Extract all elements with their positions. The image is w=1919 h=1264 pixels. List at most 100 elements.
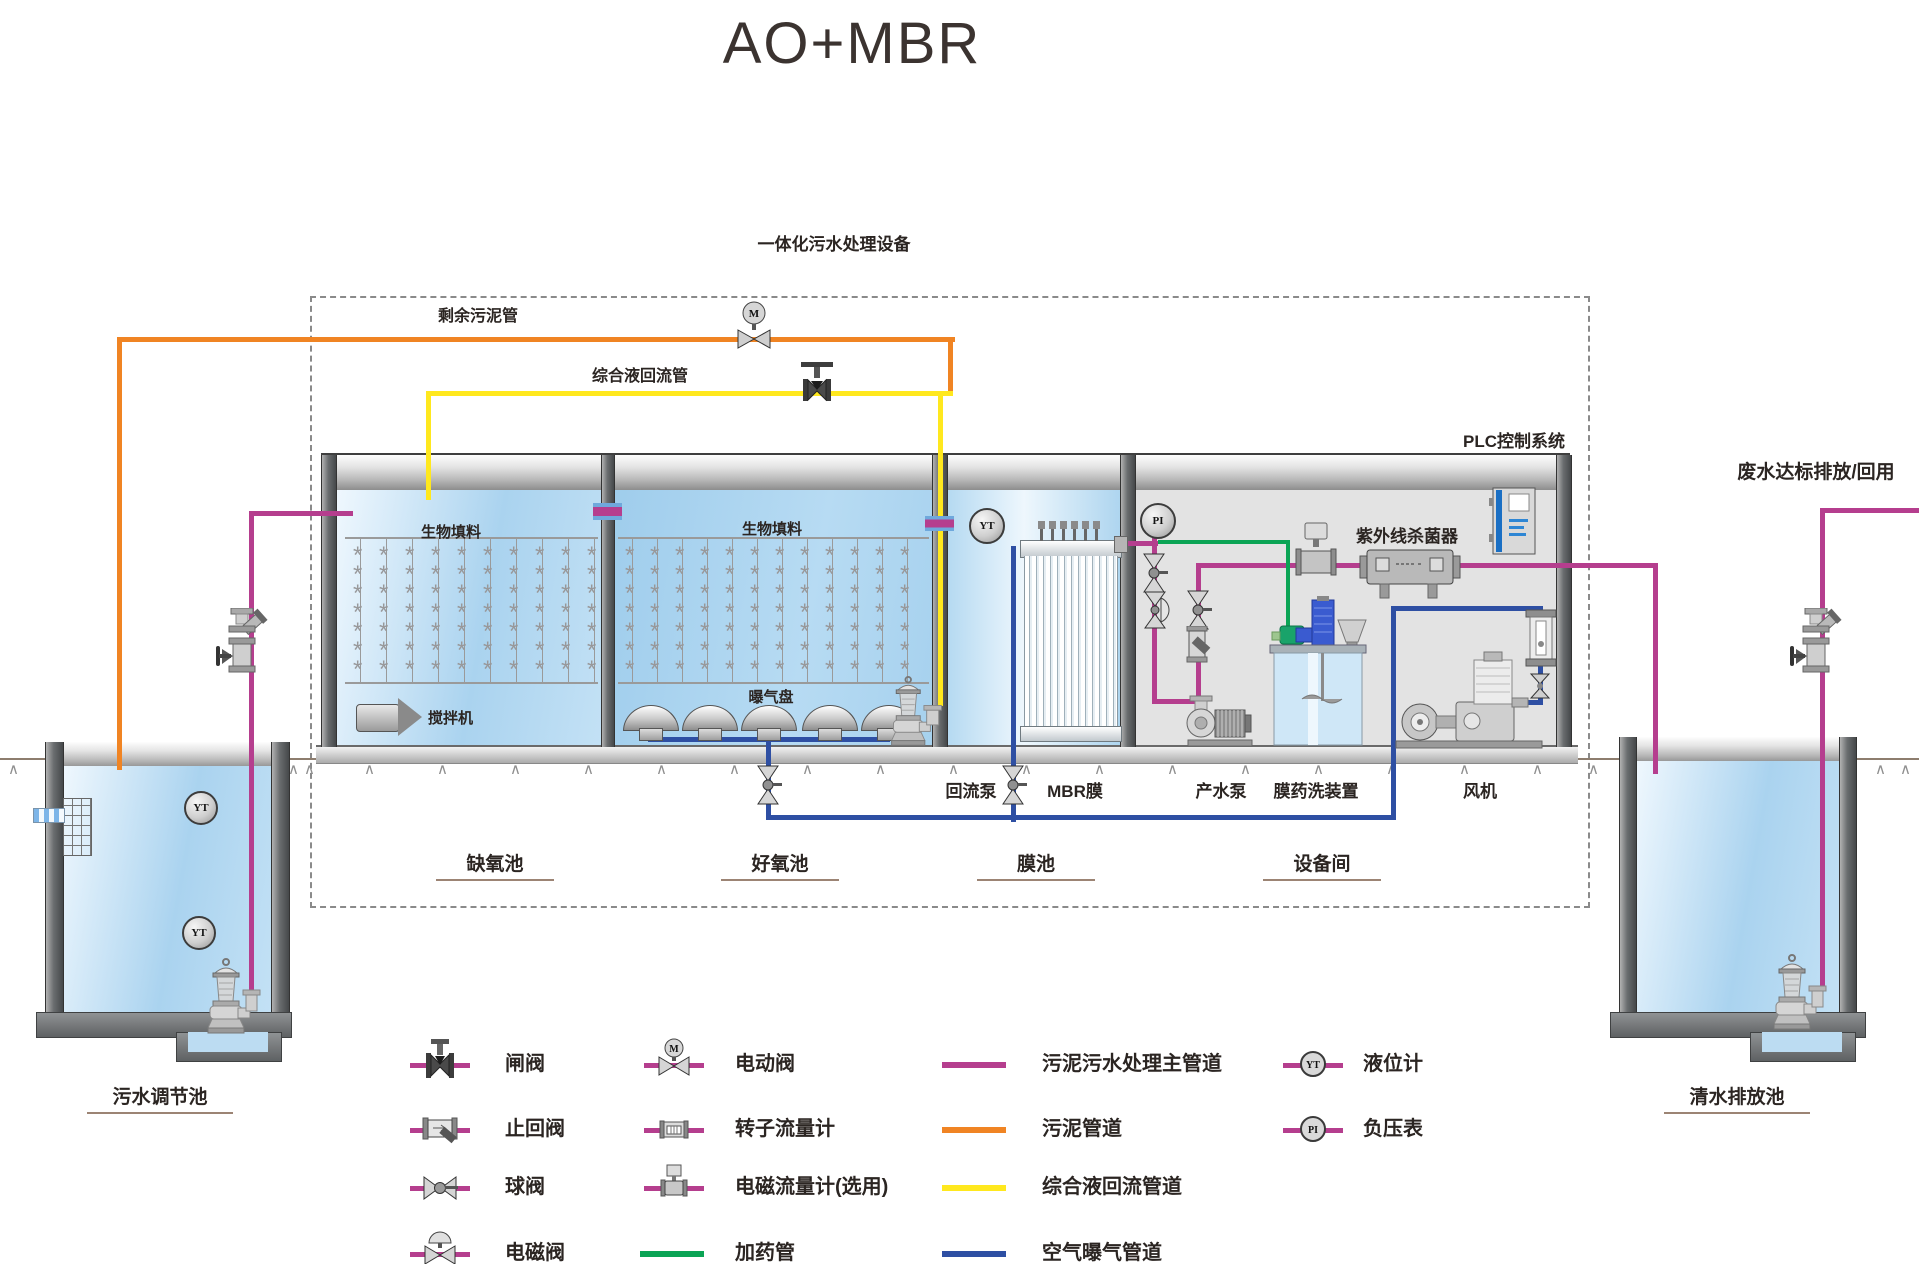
filler-asterisk: * — [587, 542, 597, 569]
line-return-icon — [938, 1160, 1014, 1204]
air-pipe — [766, 815, 1396, 820]
filler-asterisk: * — [457, 580, 467, 607]
filler-asterisk: * — [850, 542, 860, 569]
filler-asterisk: * — [875, 580, 885, 607]
blower-label: 风机 — [1463, 782, 1497, 801]
filler-asterisk: * — [700, 542, 710, 569]
filler-string — [490, 539, 491, 682]
filler-string — [516, 539, 517, 682]
regulating-tank-label: 污水调节池 — [112, 1087, 208, 1108]
vacuum-gauge-tag: PI — [1152, 515, 1164, 527]
filler-asterisk: * — [700, 580, 710, 607]
membrane-nozzle-tip — [1082, 521, 1089, 529]
filler-asterisk: * — [750, 656, 760, 683]
yt-gauge-icon: YT — [1275, 1037, 1351, 1081]
level-gauge-icon: YT — [182, 916, 216, 950]
filler-asterisk: * — [775, 599, 785, 626]
return-pump-label: 回流泵 — [945, 782, 997, 801]
filler-asterisk: * — [775, 637, 785, 664]
filler-asterisk: * — [700, 561, 710, 588]
uv-sterilizer-icon — [1359, 549, 1461, 599]
filler-asterisk: * — [675, 656, 685, 683]
filler-asterisk: * — [750, 561, 760, 588]
filler-string — [438, 539, 439, 682]
clean-tank-rim — [1619, 737, 1855, 763]
filler-asterisk: * — [431, 637, 441, 664]
filler-asterisk: * — [900, 656, 910, 683]
mixed-return-pipe-label: 综合液回流管 — [591, 368, 689, 385]
filler-asterisk: * — [405, 542, 415, 569]
filler-asterisk: * — [800, 618, 810, 645]
ball-valve-icon — [1185, 589, 1213, 631]
filler-asterisk: * — [625, 618, 635, 645]
filler-asterisk: * — [561, 599, 571, 626]
filler-asterisk: * — [675, 542, 685, 569]
legend-label-line-air: 空气曝气管道 — [1042, 1242, 1162, 1264]
legend-label-yt-gauge: 液位计 — [1363, 1053, 1423, 1075]
label-underline — [1664, 1112, 1810, 1114]
ground-hatch-mark: ∧ — [1459, 761, 1470, 778]
membrane-nozzle — [1073, 528, 1076, 541]
line-dosing-icon — [636, 1226, 712, 1264]
strainer-check-valve-icon — [216, 608, 268, 673]
label-underline — [977, 879, 1095, 881]
unit-wall-left — [321, 455, 337, 747]
filler-asterisk: * — [875, 637, 885, 664]
filler-asterisk: * — [875, 618, 885, 645]
return-pipe — [426, 396, 431, 500]
ball-valve-icon — [1141, 552, 1169, 594]
filler-asterisk: * — [457, 637, 467, 664]
line-sludge-icon — [938, 1102, 1014, 1146]
main-pipe — [1152, 699, 1200, 704]
filler-asterisk: * — [587, 656, 597, 683]
filler-string — [568, 539, 569, 682]
filler-asterisk: * — [587, 637, 597, 664]
level-gauge-tag: YT — [191, 927, 207, 939]
ground-hatch-mark: ∧ — [875, 761, 886, 778]
svg-text:M: M — [669, 1044, 679, 1055]
mixer-label: 搅拌机 — [428, 710, 474, 727]
page-title: AO+MBR — [722, 11, 982, 76]
legend-label-line-sludge: 污泥管道 — [1042, 1118, 1122, 1140]
filler-asterisk: * — [725, 618, 735, 645]
membrane-nozzle — [1051, 528, 1054, 541]
filler-asterisk: * — [353, 542, 363, 569]
filler-string — [360, 539, 361, 682]
rotameter-icon — [636, 1102, 712, 1146]
filler-asterisk: * — [483, 637, 493, 664]
ground-hatch-mark: ∧ — [304, 761, 315, 778]
pi-gauge-icon: PI — [1275, 1102, 1351, 1146]
filler-asterisk: * — [625, 542, 635, 569]
filler-asterisk: * — [650, 656, 660, 683]
filler-asterisk: * — [750, 637, 760, 664]
aeration-disc-stem — [639, 728, 663, 741]
label-underline — [87, 1112, 233, 1114]
filler-string — [657, 539, 658, 682]
motor-valve-icon: M — [636, 1037, 712, 1081]
filler-asterisk: * — [535, 637, 545, 664]
main-pipe — [1118, 541, 1158, 546]
filler-asterisk: * — [675, 618, 685, 645]
filler-asterisk: * — [900, 599, 910, 626]
filler-asterisk: * — [775, 542, 785, 569]
ground-hatch-mark: ∧ — [729, 761, 740, 778]
dosing-unit-label: 膜药洗装置 — [1273, 782, 1359, 801]
level-gauge-icon: YT — [184, 791, 218, 825]
filler-asterisk: * — [625, 599, 635, 626]
filler-asterisk: * — [850, 580, 860, 607]
ground-hatch-mark: ∧ — [1021, 761, 1032, 778]
filler-asterisk: * — [875, 542, 885, 569]
filler-string — [594, 539, 595, 682]
regulating-tank-rim — [45, 742, 288, 768]
filler-string — [682, 539, 683, 682]
filler-asterisk: * — [405, 599, 415, 626]
filler-asterisk: * — [483, 618, 493, 645]
unit-wall-right — [1556, 455, 1572, 747]
equipment-room-label: 设备间 — [1293, 854, 1351, 875]
ground-hatch-mark: ∧ — [583, 761, 594, 778]
return-pipe — [426, 391, 953, 396]
filler-asterisk: * — [457, 561, 467, 588]
ground-hatch-mark: ∧ — [1313, 761, 1324, 778]
filler-asterisk: * — [875, 561, 885, 588]
clean-tank-wall-left — [1619, 737, 1637, 1014]
